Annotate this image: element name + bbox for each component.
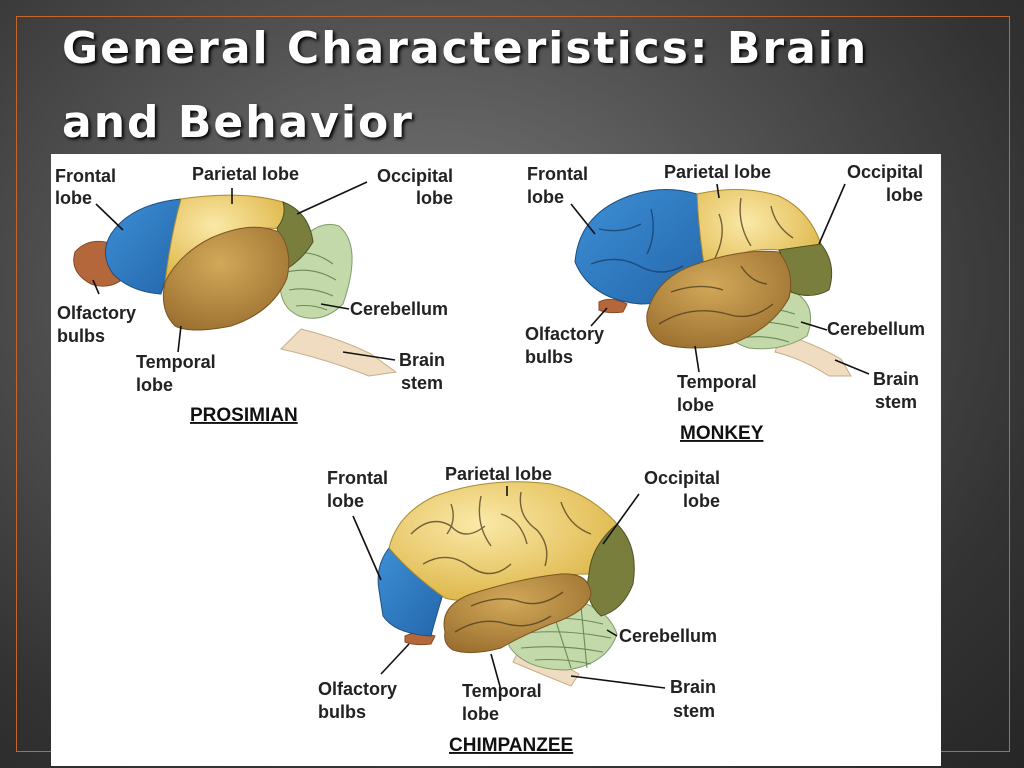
monkey-parietal-sulci xyxy=(714,197,794,259)
prosimian-temporal-label-line1: Temporal xyxy=(136,352,216,372)
prosimian-parietal-label: Parietal lobe xyxy=(192,164,299,184)
monkey-brainstem-label-line1: Brain xyxy=(873,369,919,389)
chimpanzee-cerebellum-label: Cerebellum xyxy=(619,626,717,646)
prosimian-brainstem-label-line2: stem xyxy=(401,373,443,393)
chimpanzee-parietal-label: Parietal lobe xyxy=(445,464,552,484)
prosimian-frontal-label-line2: lobe xyxy=(55,188,92,208)
monkey-temporal-sulci xyxy=(658,265,774,325)
monkey-olfactory-label-line1: Olfactory xyxy=(525,324,604,344)
monkey-brainstem xyxy=(774,333,852,377)
chimpanzee-occipital-lobe xyxy=(587,523,635,617)
monkey-occipital-label-line2: lobe xyxy=(886,185,923,205)
chimpanzee-brainstem-label-line2: stem xyxy=(673,701,715,721)
monkey-frontal-label-line1: Frontal xyxy=(527,164,588,184)
chimpanzee-temporal-sulci xyxy=(454,591,564,633)
chimpanzee-frontal-label-line2: lobe xyxy=(327,491,364,511)
chimpanzee-occipital-label-line1: Occipital xyxy=(644,468,720,488)
prosimian-caption: PROSIMIAN xyxy=(190,405,298,426)
monkey-brain: Frontal lobe Parietal lobe Occipital lob… xyxy=(525,162,925,444)
monkey-parietal-label: Parietal lobe xyxy=(664,162,771,182)
monkey-olfactory-label-line2: bulbs xyxy=(525,347,573,367)
monkey-caption: MONKEY xyxy=(680,423,764,444)
prosimian-temporal-lobe xyxy=(162,226,290,331)
monkey-cerebellum-label: Cerebellum xyxy=(827,319,925,339)
prosimian-olfactory-label-line1: Olfactory xyxy=(57,303,136,323)
monkey-frontal-label-line2: lobe xyxy=(527,187,564,207)
brain-comparison-figure: Frontal lobe Parietal lobe Occipital lob… xyxy=(51,154,941,766)
monkey-temporal-lobe xyxy=(646,250,792,349)
chimpanzee-temporal-lobe xyxy=(443,573,592,654)
prosimian-cerebellum-label: Cerebellum xyxy=(350,299,448,319)
monkey-occipital-label-line1: Occipital xyxy=(847,162,923,182)
chimpanzee-olfactory-label-line1: Olfactory xyxy=(318,679,397,699)
chimpanzee-temporal-label-line2: lobe xyxy=(462,704,499,724)
chimpanzee-temporal-label-line1: Temporal xyxy=(462,681,542,701)
prosimian-olfactory-label-line2: bulbs xyxy=(57,326,105,346)
prosimian-temporal-label-line2: lobe xyxy=(136,375,173,395)
prosimian-frontal-label-line1: Frontal xyxy=(55,166,116,186)
chimpanzee-brain: Frontal lobe Parietal lobe Occipital lob… xyxy=(318,464,720,756)
prosimian-cerebellum-folia xyxy=(286,252,337,311)
prosimian-frontal-lobe xyxy=(105,198,184,295)
prosimian-occipital-label-line2: lobe xyxy=(416,188,453,208)
monkey-frontal-sulci xyxy=(590,208,684,273)
chimpanzee-caption: CHIMPANZEE xyxy=(449,735,573,756)
chimpanzee-parietal-sulci xyxy=(410,491,592,575)
brain-comparison-svg: Frontal lobe Parietal lobe Occipital lob… xyxy=(55,162,925,756)
slide-title: General Characteristics: Brain and Behav… xyxy=(62,23,869,148)
monkey-temporal-label-line1: Temporal xyxy=(677,372,757,392)
prosimian-brain: Frontal lobe Parietal lobe Occipital lob… xyxy=(55,164,453,426)
chimpanzee-brainstem-label-line1: Brain xyxy=(670,677,716,697)
prosimian-brainstem xyxy=(280,328,398,377)
monkey-brainstem-label-line2: stem xyxy=(875,392,917,412)
monkey-temporal-label-line2: lobe xyxy=(677,395,714,415)
chimpanzee-frontal-label-line1: Frontal xyxy=(327,468,388,488)
chimpanzee-olfactory-label-line2: bulbs xyxy=(318,702,366,722)
prosimian-occipital-label-line1: Occipital xyxy=(377,166,453,186)
prosimian-brainstem-label-line1: Brain xyxy=(399,350,445,370)
chimpanzee-occipital-label-line2: lobe xyxy=(683,491,720,511)
